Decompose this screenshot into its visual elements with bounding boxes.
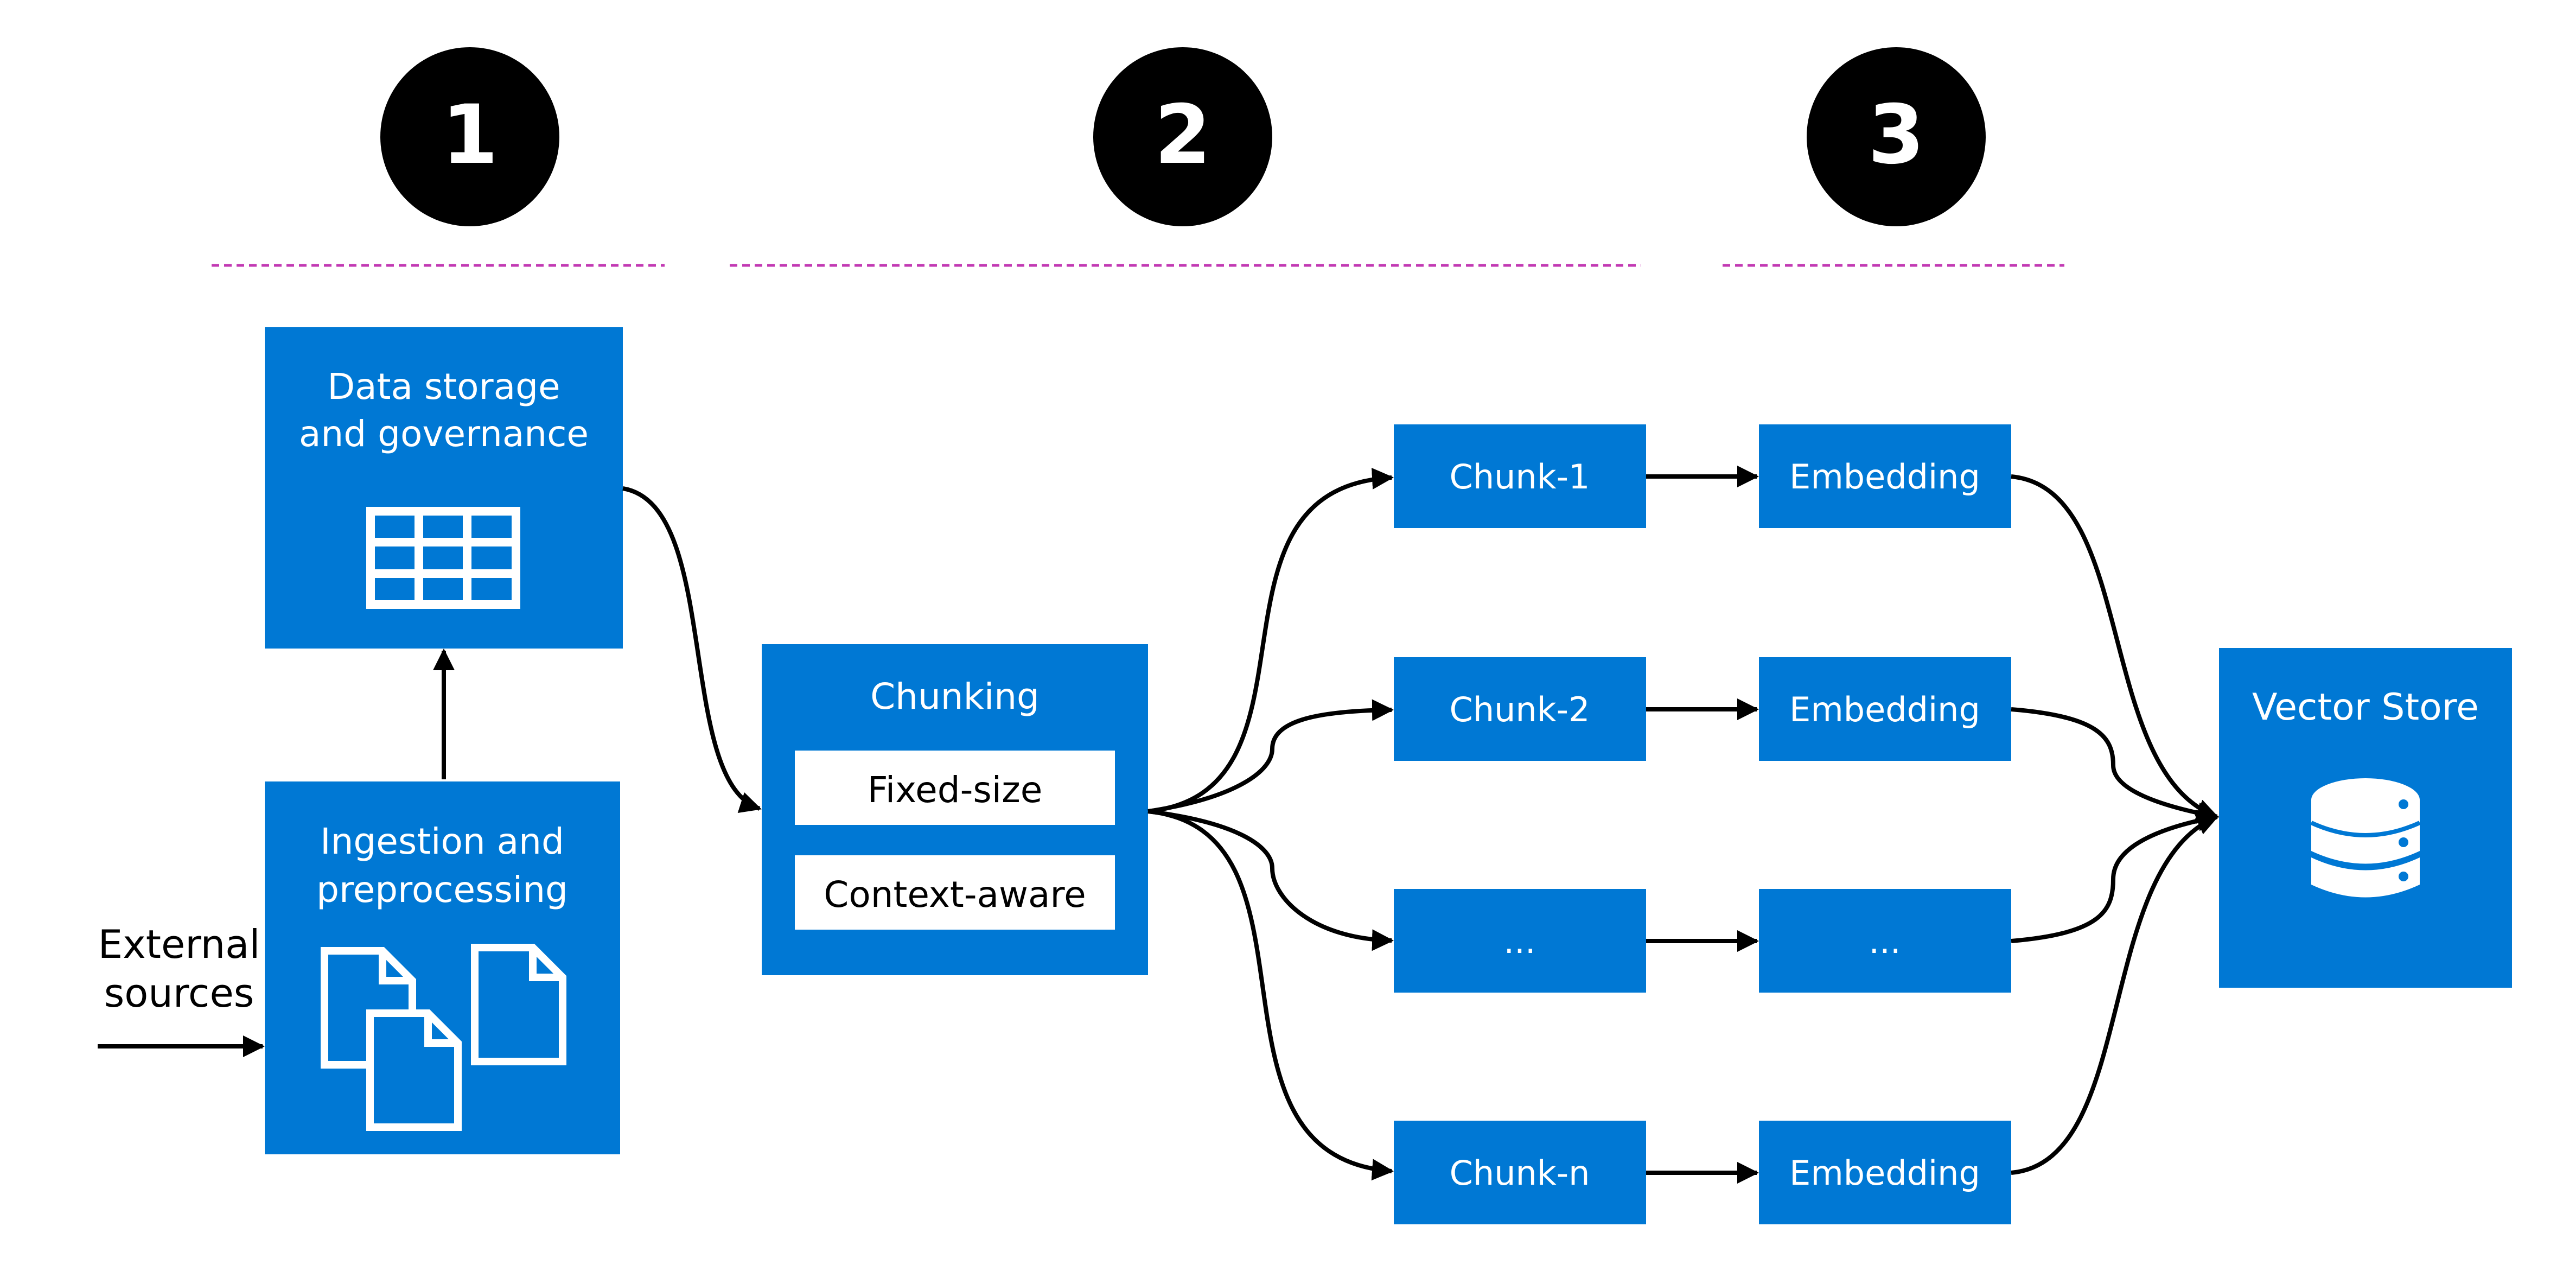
chunk-n-label: Chunk-n — [1450, 1153, 1590, 1193]
vector-store-title: Vector Store — [2252, 686, 2479, 729]
chunk-2-label: Chunk-2 — [1450, 690, 1590, 729]
embedding3-to-store-arrow — [2011, 810, 2219, 943]
step-1-circle — [380, 47, 559, 226]
embedding-2-label: Embedding — [1789, 690, 1980, 729]
embeddingn-to-store-arrow — [2011, 814, 2219, 1175]
embedding-ellipsis-label: ... — [1869, 922, 1901, 961]
chunking-box: Chunking Fixed-size Context-aware — [762, 644, 1148, 975]
ingestion-label-line1: Ingestion and — [320, 821, 564, 862]
chunking-to-chunkn-arrow — [1147, 809, 1394, 1181]
chunk-ellipsis-box: ... — [1394, 889, 1646, 993]
data-storage-label-line2: and governance — [299, 413, 589, 455]
embedding-2-box: Embedding — [1759, 657, 2011, 761]
context-aware-label: Context-aware — [824, 874, 1086, 916]
step-2-circle — [1093, 47, 1272, 226]
documents-icon — [321, 944, 566, 1131]
embedding-1-box: Embedding — [1759, 424, 2011, 528]
table-icon — [366, 507, 520, 609]
storage-to-chunking-arrow — [622, 486, 762, 813]
external-sources-line1: External — [98, 922, 260, 967]
ingestion-label-line2: preprocessing — [316, 869, 568, 911]
chunking-to-chunk2-arrow — [1147, 699, 1394, 814]
step-2-marker: 2 — [1093, 47, 1272, 226]
external-sources: External sources — [98, 922, 260, 1016]
embedding1-to-store-arrow — [2011, 474, 2219, 820]
step-2-number: 2 — [1155, 88, 1211, 182]
vector-store-box: Vector Store — [2219, 648, 2512, 988]
step-3-number: 3 — [1868, 88, 1924, 182]
external-sources-line2: sources — [104, 970, 254, 1016]
chunk-1-label: Chunk-1 — [1450, 457, 1590, 497]
embedding-1-label: Embedding — [1789, 457, 1980, 497]
embedding2-to-store-arrow — [2011, 707, 2219, 824]
data-storage-box: Data storage and governance — [265, 327, 623, 649]
context-aware-option — [795, 855, 1115, 930]
step-1-marker: 1 — [380, 47, 559, 226]
chunk-n-box: Chunk-n — [1394, 1121, 1646, 1224]
chunking-to-chunk1-arrow — [1147, 468, 1394, 814]
embedding-n-label: Embedding — [1789, 1153, 1980, 1193]
chunking-to-chunk3-arrow — [1147, 809, 1394, 951]
chunk-2-box: Chunk-2 — [1394, 657, 1646, 761]
data-storage-label-line1: Data storage — [327, 366, 560, 408]
database-icon — [2310, 778, 2421, 903]
chunking-title: Chunking — [870, 676, 1040, 717]
step-1-number: 1 — [442, 88, 498, 182]
fixed-size-option — [795, 751, 1115, 825]
fixed-size-label: Fixed-size — [868, 769, 1043, 811]
chunk-1-box: Chunk-1 — [1394, 424, 1646, 528]
embedding-n-box: Embedding — [1759, 1121, 2011, 1224]
chunk-ellipsis-label: ... — [1503, 922, 1535, 961]
embedding-ellipsis-box: ... — [1759, 889, 2011, 993]
ingestion-box: Ingestion and preprocessing — [265, 781, 620, 1154]
step-3-marker: 3 — [1807, 47, 1986, 226]
step-3-circle — [1807, 47, 1986, 226]
